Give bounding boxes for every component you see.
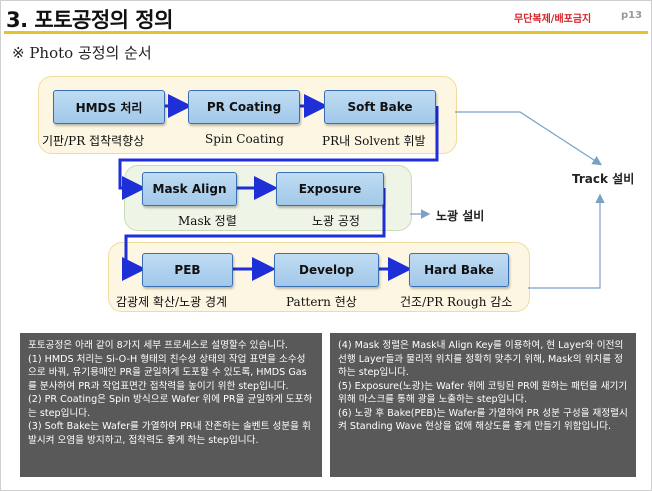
- caption-pr-coating: Spin Coating: [205, 132, 284, 146]
- exposure-equipment-label: 노광 설비: [436, 209, 485, 223]
- description-line: (3) Soft Bake는 Wafer를 가열하여 PR내 잔존하는 솔벤트 …: [28, 421, 311, 446]
- step-soft-bake: Soft Bake: [324, 90, 436, 124]
- page-title: 3. 포토공정의 정의: [6, 8, 173, 32]
- caption-exposure: 노광 공정: [312, 214, 360, 228]
- caption-soft-bake: PR내 Solvent 휘발: [322, 134, 426, 148]
- section-subtitle: ※ Photo 공정의 순서: [12, 44, 152, 62]
- step-hard-bake: Hard Bake: [409, 253, 509, 287]
- description-line: (5) Exposure(노광)는 Wafer 위에 코팅된 PR에 원하는 패…: [338, 380, 628, 406]
- step-peb: PEB: [142, 253, 233, 287]
- description-line: (4) Mask 정렬은 Mask내 Align Key를 이용하여, 현 La…: [338, 340, 624, 378]
- caption-hard-bake: 건조/PR Rough 감소: [400, 295, 513, 309]
- description-line: 포토공정은 아래 같이 8가지 세부 프로세스로 설명할수 있습니다.: [28, 340, 288, 351]
- step-hmds: HMDS 처리: [53, 90, 165, 124]
- track-connector-top: [455, 111, 603, 166]
- description-left: 포토공정은 아래 같이 8가지 세부 프로세스로 설명할수 있습니다. (1) …: [20, 333, 322, 477]
- caption-hmds: 기판/PR 접착력향상: [42, 134, 145, 148]
- description-right: (4) Mask 정렬은 Mask내 Align Key를 이용하여, 현 La…: [330, 333, 636, 477]
- track-connector-bottom: [528, 193, 605, 289]
- caption-mask-align: Mask 정렬: [178, 214, 237, 228]
- caption-develop: Pattern 현상: [286, 295, 357, 309]
- title-divider: [4, 31, 648, 34]
- step-exposure: Exposure: [276, 172, 384, 206]
- description-line: (1) HMDS 처리는 Si-O-H 형태의 친수성 상태의 작업 표면을 소…: [28, 353, 307, 392]
- page-number: p13: [621, 10, 643, 21]
- description-line: (6) 노광 후 Bake(PEB)는 Wafer를 가열하여 PR 성분 구성…: [338, 407, 628, 433]
- description-line: (2) PR Coating은 Spin 방식으로 Wafer 위에 PR을 균…: [28, 394, 313, 419]
- track-equipment-label: Track 설비: [572, 172, 635, 186]
- copyright-notice: 무단복제/배포금지: [514, 14, 592, 25]
- step-mask-align: Mask Align: [142, 172, 237, 206]
- caption-peb: 감광제 확산/노광 경계: [116, 295, 228, 309]
- step-pr-coating: PR Coating: [188, 90, 300, 124]
- step-develop: Develop: [274, 253, 379, 287]
